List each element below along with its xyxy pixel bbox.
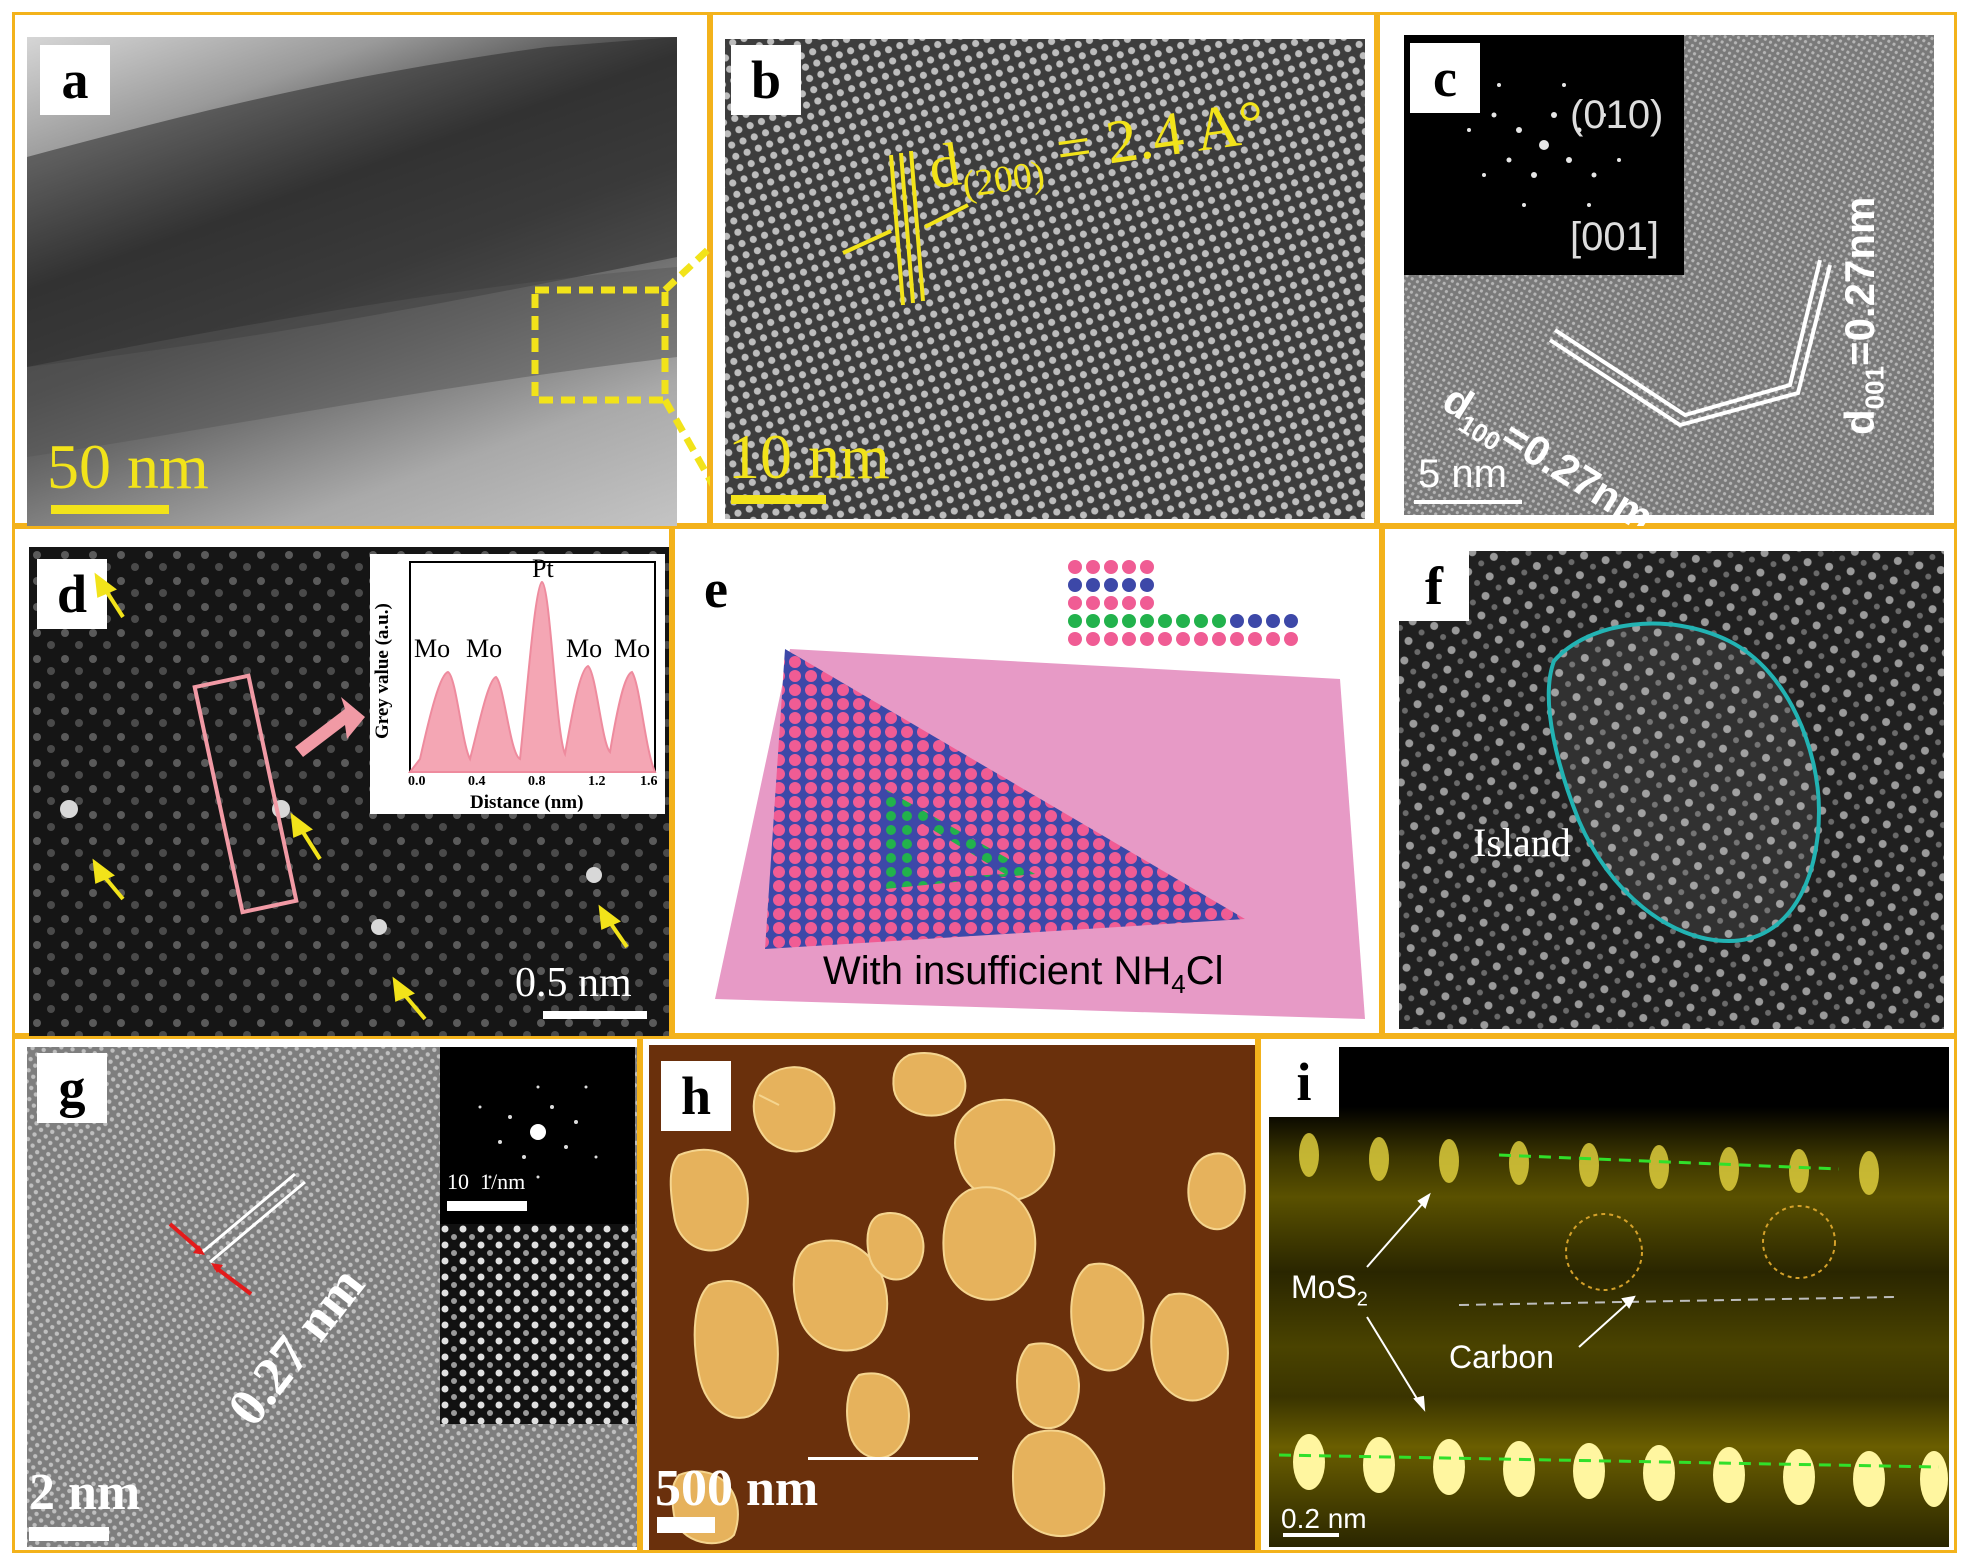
tem-image-a xyxy=(27,37,677,527)
scale-bar-d xyxy=(543,1011,647,1019)
afm-image-h xyxy=(649,1045,1255,1550)
panel-i: i MoS2 Carbon 0.2 nm xyxy=(1258,1036,1957,1553)
d001-value: =0.27nm xyxy=(1836,196,1883,366)
scale-bar-c xyxy=(1414,500,1522,504)
schematic-caption: With insufficient NH4Cl xyxy=(823,949,1224,1000)
panel-letter-f: f xyxy=(1399,551,1469,621)
panel-e: e With insufficient NH4Cl xyxy=(672,526,1382,1036)
panel-letter-d: d xyxy=(37,559,107,629)
line-profile-chart xyxy=(407,561,657,773)
scale-bar-i xyxy=(1283,1533,1339,1537)
side-view-inset xyxy=(1068,560,1298,646)
panel-letter-h: h xyxy=(661,1061,731,1131)
caption-tail: Cl xyxy=(1185,949,1224,993)
scale-label-h: 500 nm xyxy=(655,1460,819,1517)
scale-label-a: 50 nm xyxy=(47,431,209,502)
panel-letter-e: e xyxy=(704,559,728,619)
spacing-marker-g xyxy=(168,1172,306,1296)
fft-label-001: [001] xyxy=(1570,215,1659,259)
peak-label-pt: Pt xyxy=(532,554,554,583)
profile-xlabel: Distance (nm) xyxy=(470,792,584,813)
d001-symbol: d xyxy=(1836,409,1883,435)
atom-columns-i xyxy=(1278,1133,1948,1507)
panel-letter-i: i xyxy=(1269,1047,1339,1117)
zoom-box-a xyxy=(531,242,713,487)
fft-pattern-c xyxy=(1467,83,1621,207)
carbon-label: Carbon xyxy=(1449,1339,1554,1375)
lattice-b xyxy=(725,39,1365,519)
d-spacing-marker-b xyxy=(842,150,969,306)
profile-tick-1: 0.4 xyxy=(468,774,486,789)
panel-d: d Grey value (a.u.) Distance (nm) 0.0 0.… xyxy=(12,526,672,1037)
panel-letter-g: g xyxy=(37,1053,107,1123)
scale-label-c: 5 nm xyxy=(1418,452,1507,496)
scale-bar-a xyxy=(51,505,169,514)
profile-tick-3: 1.2 xyxy=(588,774,606,789)
panel-a: a 50 nm xyxy=(12,12,713,527)
panel-h: h 500 nm xyxy=(640,1036,1258,1553)
scale-label-g: 2 nm xyxy=(29,1464,141,1521)
scale-label-i: 0.2 nm xyxy=(1281,1503,1367,1534)
island-outline xyxy=(1546,621,1822,944)
saed-scale-label: 10 1/nm xyxy=(447,1169,526,1194)
profile-line-h xyxy=(808,1457,978,1460)
lattice-marker-c xyxy=(1548,259,1832,428)
scale-bar-h xyxy=(657,1517,715,1533)
profile-ylabel: Grey value (a.u.) xyxy=(372,603,393,739)
afm-flakes-h xyxy=(669,1052,1246,1545)
tem-texture-a xyxy=(27,37,677,457)
panel-b: b d(200) = 2.4 A° 10 nm xyxy=(710,12,1377,526)
scale-bar-b xyxy=(731,495,826,504)
d001-subscript: 001 xyxy=(1859,365,1890,410)
profile-tick-0: 0.0 xyxy=(408,774,426,789)
d001-label: d001=0.27nm xyxy=(1836,197,1890,435)
caption-text: With insufficient NH xyxy=(823,949,1172,993)
stem-image-i xyxy=(1269,1047,1949,1547)
saed-scale-bar xyxy=(447,1201,527,1211)
peak-label-mo-2: Mo xyxy=(466,634,503,663)
island-label: Island xyxy=(1473,820,1571,865)
panel-f: f Island xyxy=(1382,526,1957,1036)
saed-pattern-g xyxy=(478,1085,598,1179)
scale-label-d: 0.5 nm xyxy=(515,960,632,1006)
panel-letter-b: b xyxy=(731,45,801,115)
profile-area xyxy=(407,580,657,773)
peak-label-mo-4: Mo xyxy=(614,634,651,663)
fft-label-010: (010) xyxy=(1570,93,1664,137)
atomic-inset-g xyxy=(440,1224,635,1424)
peak-label-mo-3: Mo xyxy=(566,634,603,663)
caption-subscript: 4 xyxy=(1171,969,1186,999)
line-profile-inset: Grey value (a.u.) Distance (nm) 0.0 0.4 … xyxy=(370,554,665,814)
panel-letter-c: c xyxy=(1410,43,1480,113)
hrtem-image-b xyxy=(725,39,1365,519)
atom-markers-d xyxy=(92,572,629,1021)
atomic-inset-pattern-g xyxy=(440,1224,635,1424)
mos2-label: MoS2 xyxy=(1291,1269,1368,1311)
peak-label-mo-1: Mo xyxy=(414,634,451,663)
schematic-e xyxy=(715,560,1365,1019)
lattice-f xyxy=(1399,551,1944,1029)
panel-c: c (010) [001] d100=0.27nm d001=0.27nm 5 … xyxy=(1377,12,1957,541)
stem-image-f xyxy=(1399,551,1944,1029)
profile-tick-4: 1.6 xyxy=(640,774,658,789)
saed-inset-g xyxy=(440,1047,635,1224)
panel-letter-a: a xyxy=(40,45,110,115)
scale-label-b: 10 nm xyxy=(728,421,890,492)
scale-bar-g xyxy=(29,1527,109,1541)
profile-tick-2: 0.8 xyxy=(528,774,546,789)
mos2-text: MoS xyxy=(1291,1269,1357,1305)
mos2-subscript: 2 xyxy=(1356,1288,1368,1311)
panel-g: g 10 1/nm 0.27 nm 2 nm xyxy=(12,1036,640,1553)
